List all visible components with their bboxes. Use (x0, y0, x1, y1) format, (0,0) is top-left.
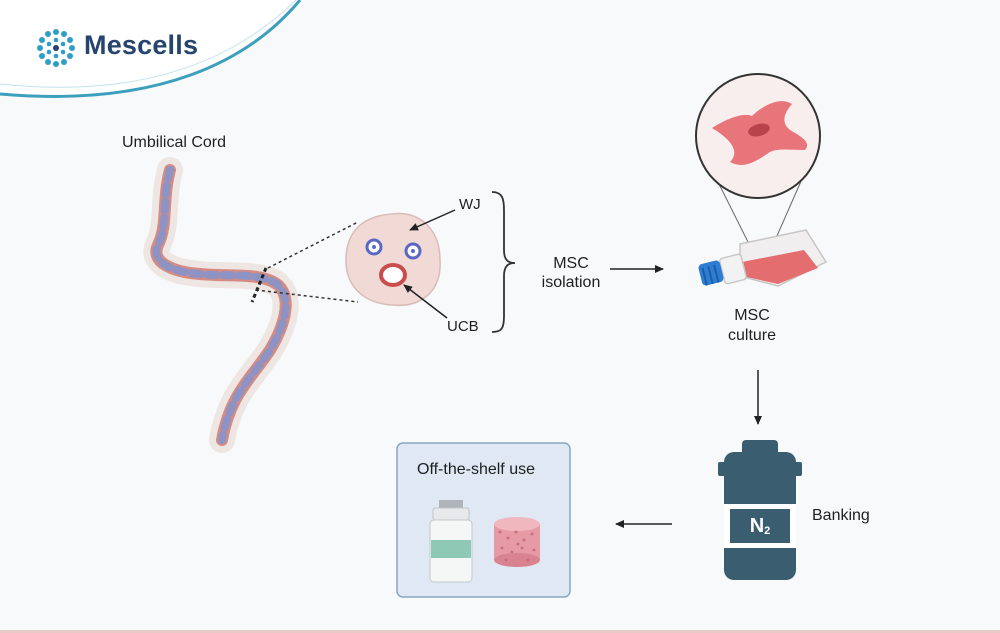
bottom-divider (0, 630, 1000, 633)
msc-isolation-line2: isolation (541, 274, 601, 291)
zoom-line-bottom (255, 289, 359, 303)
msc-culture-line1: MSC (734, 307, 770, 324)
msc-culture-line2: culture (727, 327, 777, 344)
umbilical-cord-illustration (143, 157, 299, 453)
curly-brace (491, 191, 516, 333)
header-swoosh (0, 0, 302, 98)
msc-isolation-label: MSC isolation (528, 254, 614, 292)
scaffold-icon (494, 517, 540, 567)
banking-label: Banking (812, 507, 870, 524)
msc-culture-label: MSC culture (712, 306, 792, 346)
tank-n-text: N (749, 515, 765, 537)
culture-flask-icon (698, 229, 828, 287)
mescells-logo-text: Mescells (84, 30, 199, 60)
tank-sub-text: 2 (764, 525, 771, 537)
nitrogen-tank-label: N2 (738, 511, 782, 541)
cord-cross-section (345, 212, 441, 307)
vial-icon (429, 500, 473, 583)
wj-pointer-arrow (409, 209, 456, 231)
wj-label: WJ (459, 196, 481, 213)
zoom-line-top (267, 221, 359, 269)
msc-magnified-cell (695, 73, 821, 271)
nitrogen-tank-icon (718, 440, 802, 580)
umbilical-cord-label: Umbilical Cord (122, 134, 227, 151)
mescells-logo-icon (37, 29, 75, 67)
msc-isolation-line1: MSC (553, 255, 589, 272)
ucb-pointer-arrow (403, 284, 448, 319)
off-the-shelf-label: Off-the-shelf use (417, 461, 535, 478)
ucb-label: UCB (447, 318, 479, 335)
